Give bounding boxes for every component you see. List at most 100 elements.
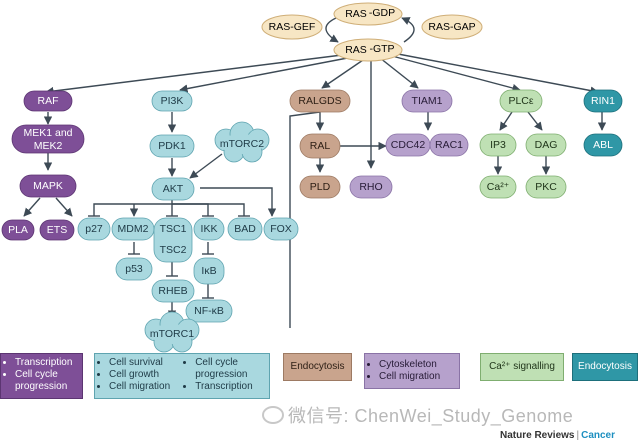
- mek-node: [11, 124, 85, 154]
- pla-label: PLA: [8, 224, 28, 236]
- ip3-node: [479, 133, 517, 157]
- ras-gdp-label: RAS: [345, 8, 367, 20]
- legend-item: Cell cycle progression: [195, 357, 265, 381]
- cdc42-label: CDC42: [391, 139, 426, 151]
- dag-node: [525, 133, 567, 157]
- ca-node: [479, 175, 517, 199]
- wechat-icon: [262, 406, 284, 424]
- legend-item: Transcription: [195, 381, 265, 393]
- plce-node: [499, 89, 543, 113]
- p27-node: [77, 217, 111, 241]
- ralgds-node: [289, 89, 351, 113]
- akt-node: [151, 177, 195, 201]
- rho-node: [349, 175, 393, 199]
- ral-label: RAL: [310, 140, 331, 152]
- journal-section: Cancer: [581, 430, 615, 441]
- mek2-label: MEK2: [34, 140, 63, 152]
- watermark-text: 微信号: ChenWei_Study_Genome: [288, 406, 574, 426]
- legend-item: Cell migration: [109, 381, 177, 393]
- dag-label: DAG: [535, 139, 558, 151]
- pdk1-node: [149, 134, 195, 158]
- mdm2-label: MDM2: [118, 223, 149, 235]
- tiam1-label: TIAM1: [412, 95, 443, 107]
- journal-credit: Nature Reviews|Cancer: [500, 430, 615, 441]
- ras-gdp-node: RAS -GDP: [333, 2, 403, 26]
- legend-ca-signalling: Ca²⁺ signalling: [480, 353, 564, 381]
- ras-gap-label: RAS-GAP: [428, 21, 475, 33]
- mapk-label: MAPK: [33, 180, 63, 192]
- rin1-node: [583, 89, 623, 113]
- ikb-node: [193, 257, 225, 285]
- watermark: 微信号: ChenWei_Study_Genome: [262, 402, 573, 428]
- mtorc2-label: mTORC2: [220, 138, 264, 150]
- legend-endocytosis-rin1: Endocytosis: [572, 353, 638, 381]
- legend-transcription: Transcription Cell cycle progression: [0, 353, 83, 399]
- tiam1-node: [401, 89, 453, 113]
- pdk1-label: PDK1: [158, 140, 186, 152]
- ets-node: [39, 219, 75, 241]
- plce-label: PLCε: [508, 95, 533, 107]
- legend-endocytosis-ralgds: Endocytosis: [283, 353, 352, 381]
- ras-gef-label: RAS-GEF: [269, 21, 316, 33]
- rho-label: RHO: [359, 181, 382, 193]
- nfkb-node: [185, 299, 233, 323]
- abl-node: [583, 133, 623, 157]
- legend-item: Cell migration: [379, 371, 455, 383]
- legend-item: Cell growth: [109, 369, 177, 381]
- ral-node: [299, 133, 341, 159]
- ras-gdp-suffix: -GDP: [369, 7, 395, 19]
- legend-item: Ca²⁺ signalling: [489, 361, 555, 372]
- rin1-label: RIN1: [591, 95, 615, 107]
- ras-gap-node: RAS-GAP: [421, 14, 483, 40]
- pla-node: [1, 219, 35, 241]
- legend-item: Endocytosis: [578, 361, 632, 372]
- pld-node: [299, 175, 341, 199]
- mtorc1-cloud: [144, 311, 200, 353]
- legend-cell-survival: Cell survival Cell growth Cell migration…: [94, 353, 270, 399]
- ikb-label: IκB: [201, 265, 216, 277]
- mapk-node: [19, 174, 77, 198]
- rheb-label: RHEB: [158, 285, 187, 297]
- raf-label: RAF: [38, 95, 59, 107]
- ikk-label: IKK: [201, 223, 218, 235]
- mek1-label: MEK1 and: [23, 127, 72, 139]
- legend-item: Cell survival: [109, 357, 177, 369]
- p53-label: p53: [125, 263, 143, 275]
- pld-label: PLD: [310, 181, 331, 193]
- mtorc2-cloud: [214, 121, 270, 163]
- akt-label: AKT: [163, 183, 184, 195]
- nfkb-label: NF-κB: [194, 305, 224, 317]
- pi3k-node: [151, 90, 193, 112]
- abl-label: ABL: [593, 139, 613, 151]
- legend-item: Cytoskeleton: [379, 359, 455, 371]
- ca-label: Ca²⁺: [487, 181, 510, 193]
- rac1-label: RAC1: [435, 139, 463, 151]
- legend-cytoskeleton: Cytoskeleton Cell migration: [364, 353, 460, 389]
- ras-gtp-label: RAS: [345, 44, 367, 56]
- rheb-node: [151, 279, 195, 303]
- ip3-label: IP3: [490, 139, 506, 151]
- ras-gtp-suffix: -GTP: [369, 43, 394, 55]
- legend-item: Cell cycle progression: [15, 369, 78, 393]
- journal-name: Nature Reviews: [500, 430, 575, 441]
- mtorc1-label: mTORC1: [150, 328, 194, 340]
- ras-gtp-node: RAS -GTP: [333, 38, 403, 62]
- bad-node: [227, 217, 263, 241]
- raf-node: [23, 90, 73, 112]
- legend-item: Transcription: [15, 357, 78, 369]
- p27-label: p27: [85, 223, 103, 235]
- legend-item: Endocytosis: [290, 361, 345, 372]
- fox-node: [263, 217, 299, 241]
- ikk-node: [193, 217, 225, 241]
- ets-label: ETS: [47, 224, 67, 236]
- tsc2-label: TSC2: [160, 244, 187, 256]
- ralgds-label: RALGDS: [298, 95, 341, 107]
- bad-label: BAD: [234, 223, 256, 235]
- p53-node: [115, 257, 153, 281]
- ras-gef-node: RAS-GEF: [261, 14, 323, 40]
- pkc-node: [525, 175, 567, 199]
- pi3k-label: PI3K: [161, 95, 184, 107]
- pkc-label: PKC: [535, 181, 557, 193]
- pathway-connections: [23, 17, 607, 328]
